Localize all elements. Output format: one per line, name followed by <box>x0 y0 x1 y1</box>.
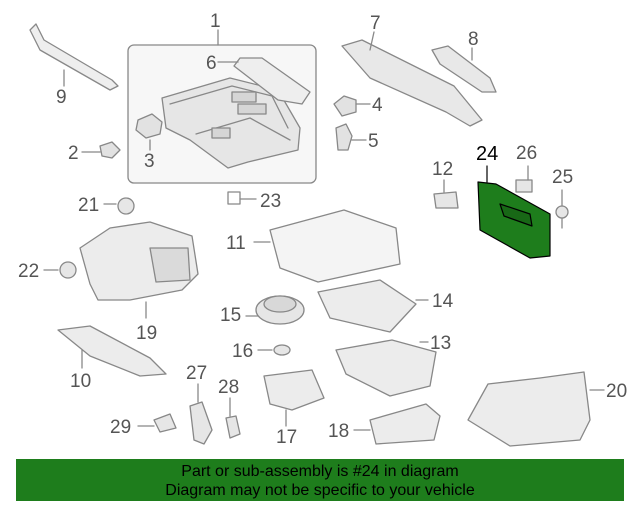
part-3-bracket <box>135 113 163 151</box>
part-9-rod <box>29 23 119 91</box>
banner-line-1: Part or sub-assembly is #24 in diagram <box>181 463 459 480</box>
part-26-clip <box>515 165 533 193</box>
part-27-part <box>189 383 213 445</box>
part-28-part <box>225 397 241 439</box>
part-23-small-part <box>227 191 257 205</box>
part-20-side-trim <box>467 371 605 447</box>
callout-1[interactable]: 1 <box>210 11 221 32</box>
callout-23[interactable]: 23 <box>260 191 282 212</box>
part-25-push-pin <box>555 189 569 229</box>
callout-8[interactable]: 8 <box>468 29 479 50</box>
callout-21[interactable]: 21 <box>78 195 100 216</box>
part-24-highlighted-panel <box>477 165 551 259</box>
callout-15[interactable]: 15 <box>220 305 242 326</box>
part-29-part <box>137 413 177 433</box>
callout-11[interactable]: 11 <box>226 233 246 254</box>
callout-14[interactable]: 14 <box>432 291 454 312</box>
callout-26[interactable]: 26 <box>516 143 538 164</box>
part-21-nut <box>103 197 135 215</box>
callout-4[interactable]: 4 <box>372 95 383 116</box>
callout-12[interactable]: 12 <box>432 159 454 180</box>
part-8-trim <box>431 45 497 93</box>
callout-20[interactable]: 20 <box>606 381 628 402</box>
callout-9[interactable]: 9 <box>56 87 67 108</box>
callout-27[interactable]: 27 <box>186 363 208 384</box>
part-10-sill-trim <box>57 325 167 377</box>
info-banner: Part or sub-assembly is #24 in diagram D… <box>16 459 624 501</box>
callout-6[interactable]: 6 <box>206 53 217 74</box>
part-13-storage-bin <box>335 339 437 397</box>
part-14-tray <box>317 279 429 333</box>
part-16-washer <box>257 344 291 356</box>
callout-10[interactable]: 10 <box>70 371 92 392</box>
part-22-cap <box>43 261 77 279</box>
part-5-clip <box>335 123 367 151</box>
callout-13[interactable]: 13 <box>430 333 452 354</box>
part-15-round-holder <box>245 295 305 325</box>
callout-16[interactable]: 16 <box>232 341 254 362</box>
part-19-side-trim <box>79 221 199 319</box>
part-1-parcel-shelf-box <box>127 29 317 184</box>
part-4-bracket <box>333 95 371 117</box>
callout-28[interactable]: 28 <box>218 377 240 398</box>
parts-diagram <box>29 23 605 447</box>
part-2-clip <box>81 141 121 159</box>
callout-19[interactable]: 19 <box>136 323 158 344</box>
part-12-small-part <box>433 179 459 209</box>
callout-3[interactable]: 3 <box>144 151 155 172</box>
part-18-bracket <box>353 403 441 445</box>
banner-line-2: Diagram may not be specific to your vehi… <box>165 482 475 499</box>
callout-18[interactable]: 18 <box>328 421 350 442</box>
part-17-box <box>263 369 325 427</box>
part-6-trim-strip <box>217 57 311 105</box>
callout-2[interactable]: 2 <box>68 143 79 164</box>
callout-5[interactable]: 5 <box>368 131 379 152</box>
callout-17[interactable]: 17 <box>276 427 298 448</box>
callout-25[interactable]: 25 <box>552 167 574 188</box>
callout-7[interactable]: 7 <box>370 13 381 34</box>
callout-29[interactable]: 29 <box>110 417 132 438</box>
callout-22[interactable]: 22 <box>18 261 40 282</box>
part-7-cargo-cover <box>341 31 483 127</box>
part-11-floor-mat <box>253 209 401 283</box>
callout-24[interactable]: 24 <box>476 143 499 165</box>
